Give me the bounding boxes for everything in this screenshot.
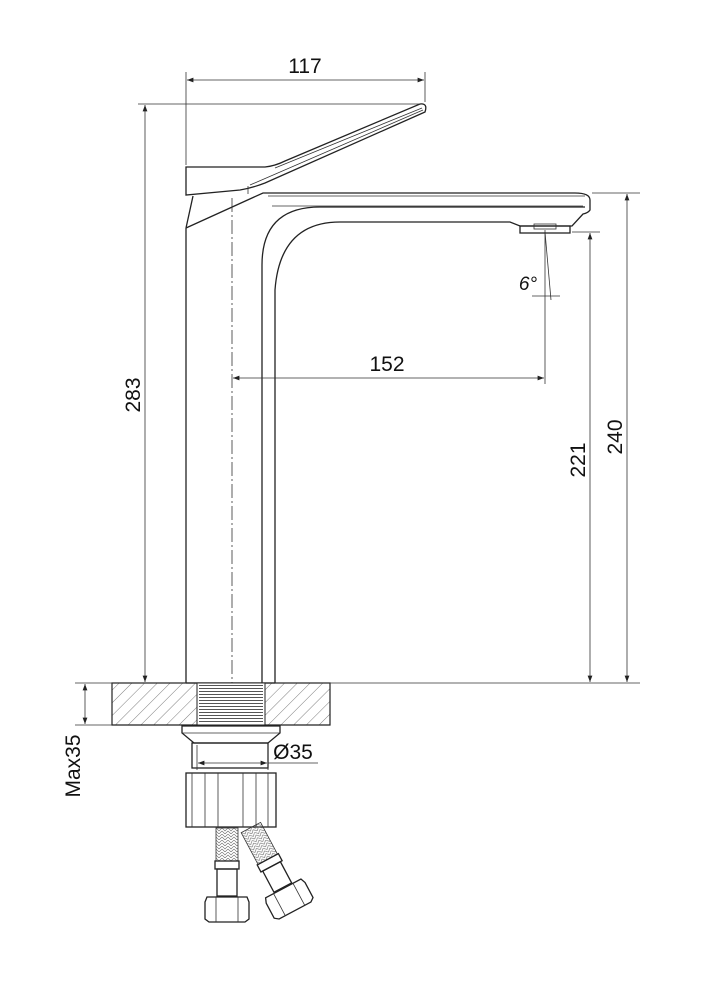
dim-total-height: 283 — [122, 377, 145, 412]
dim-hole-diameter: Ø35 — [273, 741, 313, 764]
dim-aerator-angle: 6° — [519, 274, 538, 295]
mounting-nut — [181, 725, 281, 828]
thread-icon — [199, 685, 263, 723]
hose-right — [240, 821, 314, 920]
dim-max-counter-thickness: Max35 — [62, 734, 85, 797]
hex-nut-left — [204, 896, 250, 923]
dim-spout-top-height: 240 — [604, 419, 627, 454]
dimension-lines — [75, 72, 640, 770]
hose-left — [215, 827, 239, 862]
countertop-section — [111, 682, 331, 726]
dim-spout-reach: 152 — [369, 353, 404, 376]
dim-outlet-height: 221 — [567, 442, 590, 477]
faucet-body — [185, 103, 591, 684]
supply-hoses — [204, 821, 314, 923]
dim-lever-width: 117 — [288, 55, 321, 78]
lever-handle — [185, 103, 427, 196]
spout — [185, 192, 591, 683]
